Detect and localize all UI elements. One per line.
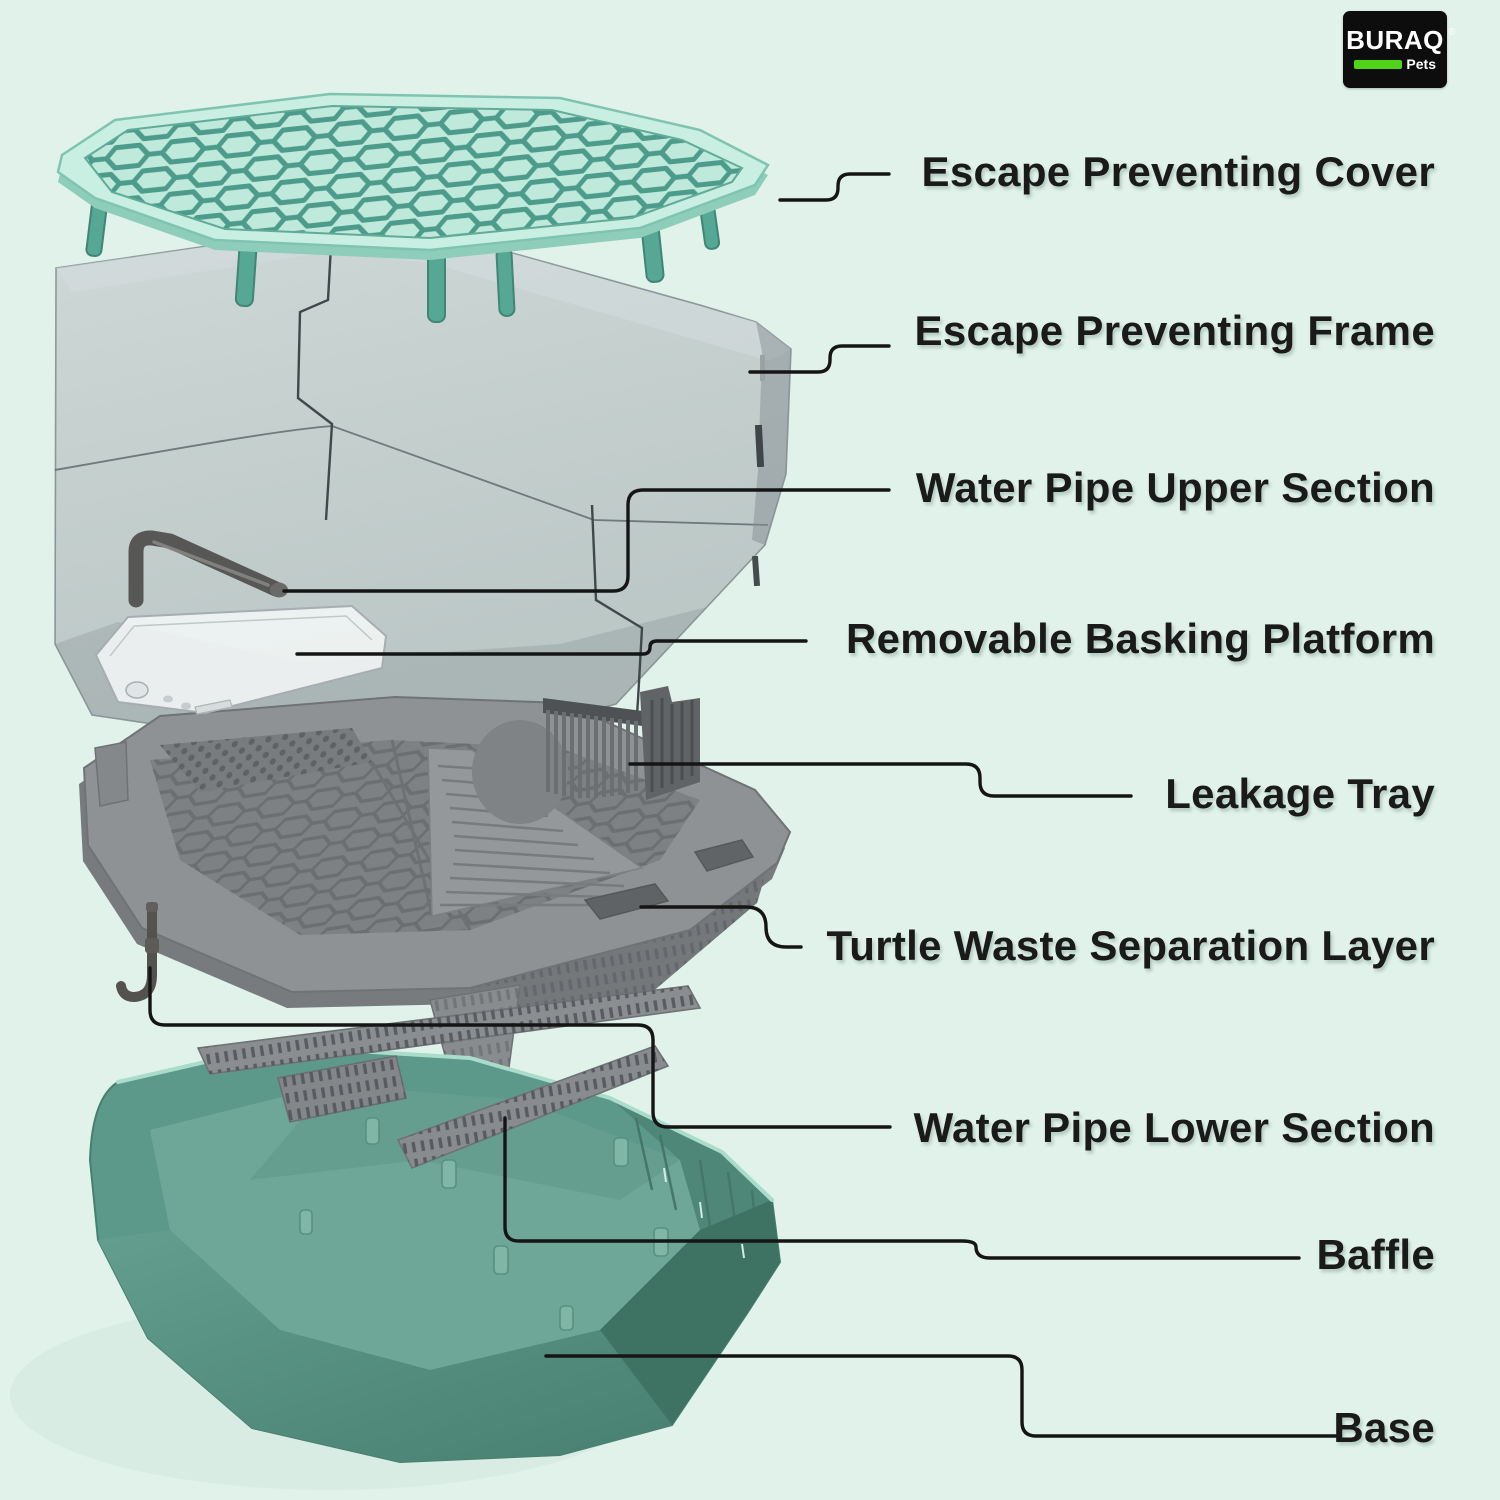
label-water-pipe-upper-section: Water Pipe Upper Section <box>915 464 1435 511</box>
tray-left-clip <box>94 741 129 807</box>
brand-logo-row: Pets <box>1354 56 1436 72</box>
brand-name-text: BURAQ <box>1346 25 1444 55</box>
label-removable-basking-platform: Removable Basking Platform <box>846 615 1435 662</box>
baffle-strip-lower <box>396 1045 670 1170</box>
escape-preventing-cover-part <box>56 92 770 323</box>
water-pipe-upper-section-part <box>128 530 288 608</box>
tray-recess-right <box>693 839 755 872</box>
leader-leakage-tray <box>628 762 1133 798</box>
tray-recess-front <box>583 883 670 920</box>
leakage-tray-and-separation-layer-part <box>79 686 792 1097</box>
baffle-part <box>196 985 702 1170</box>
comb-fin <box>640 686 700 800</box>
brand-green-bar <box>1354 59 1403 69</box>
frame-crease-line <box>54 425 769 526</box>
label-turtle-waste-separation-layer: Turtle Waste Separation Layer <box>826 922 1435 969</box>
brand-logo: BURAQ ® Pets <box>1343 11 1455 88</box>
leader-lines <box>148 172 1342 1438</box>
leader-water-pipe-upper-section <box>282 488 891 593</box>
base-floor-pegs <box>299 1117 669 1331</box>
leader-escape-preventing-cover <box>778 172 891 202</box>
label-escape-preventing-frame: Escape Preventing Frame <box>914 307 1435 354</box>
registered-trademark-icon: ® <box>1448 27 1456 38</box>
platform-hole <box>125 681 149 699</box>
tray-disc <box>472 720 568 824</box>
label-leakage-tray: Leakage Tray <box>1165 770 1435 817</box>
comb-slats <box>546 710 638 798</box>
comb-cap <box>543 698 650 727</box>
base-outer-right-corner <box>600 1200 780 1425</box>
label-water-pipe-lower-section: Water Pipe Lower Section <box>913 1104 1435 1151</box>
platform-notch <box>194 699 233 715</box>
removable-basking-platform-part <box>94 604 388 715</box>
leader-removable-basking-platform <box>295 639 808 656</box>
leader-turtle-waste-separation-layer <box>639 905 803 949</box>
base-outer-front-wall <box>98 1230 672 1462</box>
leader-base <box>544 1354 1342 1438</box>
frame-split-zigzag-left <box>296 227 334 521</box>
label-base: Base <box>1333 1404 1435 1451</box>
leader-escape-preventing-frame <box>748 344 891 374</box>
leader-baffle <box>503 1116 1301 1260</box>
pipe-end-cap <box>270 582 288 598</box>
base-rim-ticks <box>663 1167 745 1259</box>
label-escape-preventing-cover: Escape Preventing Cover <box>921 148 1435 195</box>
label-baffle: Baffle <box>1316 1231 1435 1278</box>
baffle-strip-upper <box>196 985 702 1075</box>
leader-water-pipe-lower-section <box>148 966 892 1129</box>
cover-mesh-grid <box>83 104 744 240</box>
brand-name: BURAQ ® <box>1346 25 1455 55</box>
brand-tagline: Pets <box>1406 56 1436 72</box>
baffle-panel-mid <box>276 1055 407 1123</box>
